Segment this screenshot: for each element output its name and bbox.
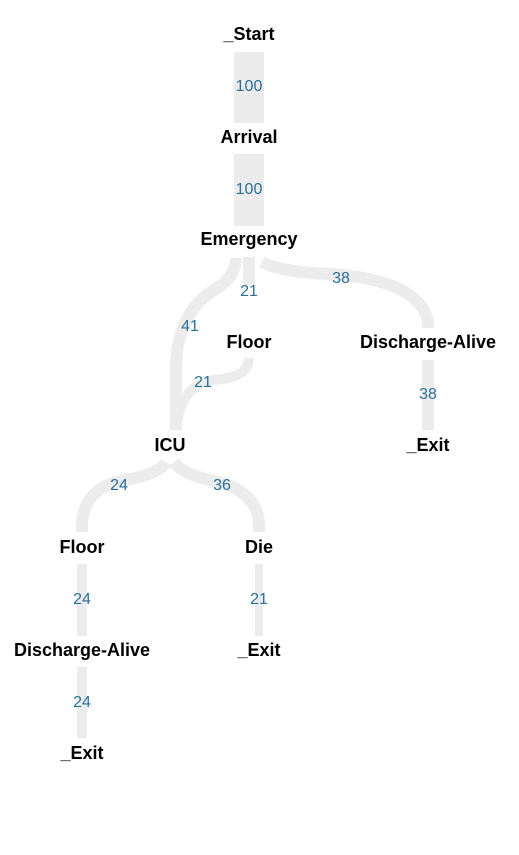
edge-label-emergency-floor: 21 <box>240 283 258 300</box>
edges-layer <box>76 52 434 738</box>
edge-emergency-icu <box>170 257 242 430</box>
edge-label-arrival-emergency: 100 <box>236 181 263 198</box>
node-start: _Start <box>222 24 274 44</box>
edge-label-start-arrival: 100 <box>236 78 263 95</box>
edge-labels-layer: 100 100 21 41 38 21 38 24 36 24 21 24 <box>73 78 437 711</box>
node-floor-1: Floor <box>227 332 272 352</box>
edge-label-discharge-exit: 38 <box>419 386 437 403</box>
edge-icu-floor <box>76 458 172 532</box>
edge-emergency-discharge <box>259 256 434 328</box>
edge-label-icu-floor: 24 <box>110 477 128 494</box>
node-discharge-alive-1: Discharge-Alive <box>360 332 496 352</box>
node-floor-2: Floor <box>60 537 105 557</box>
edge-label-emergency-discharge: 38 <box>332 270 350 287</box>
edge-label-discharge2-exit: 24 <box>73 694 91 711</box>
node-exit-2: _Exit <box>236 640 280 660</box>
node-discharge-alive-2: Discharge-Alive <box>14 640 150 660</box>
edge-label-emergency-icu: 41 <box>181 318 199 335</box>
edge-label-icu-die: 36 <box>213 477 231 494</box>
edge-label-die-exit: 21 <box>250 591 268 608</box>
node-icu: ICU <box>155 435 186 455</box>
edge-label-floor2-discharge: 24 <box>73 591 91 608</box>
node-arrival: Arrival <box>220 127 277 147</box>
node-exit-1: _Exit <box>405 435 449 455</box>
edge-label-floor-icu: 21 <box>194 374 212 391</box>
edge-icu-die <box>169 458 265 532</box>
node-die: Die <box>245 537 273 557</box>
node-exit-3: _Exit <box>59 743 103 763</box>
edge-floor-icu <box>171 357 254 431</box>
node-emergency: Emergency <box>200 229 297 249</box>
